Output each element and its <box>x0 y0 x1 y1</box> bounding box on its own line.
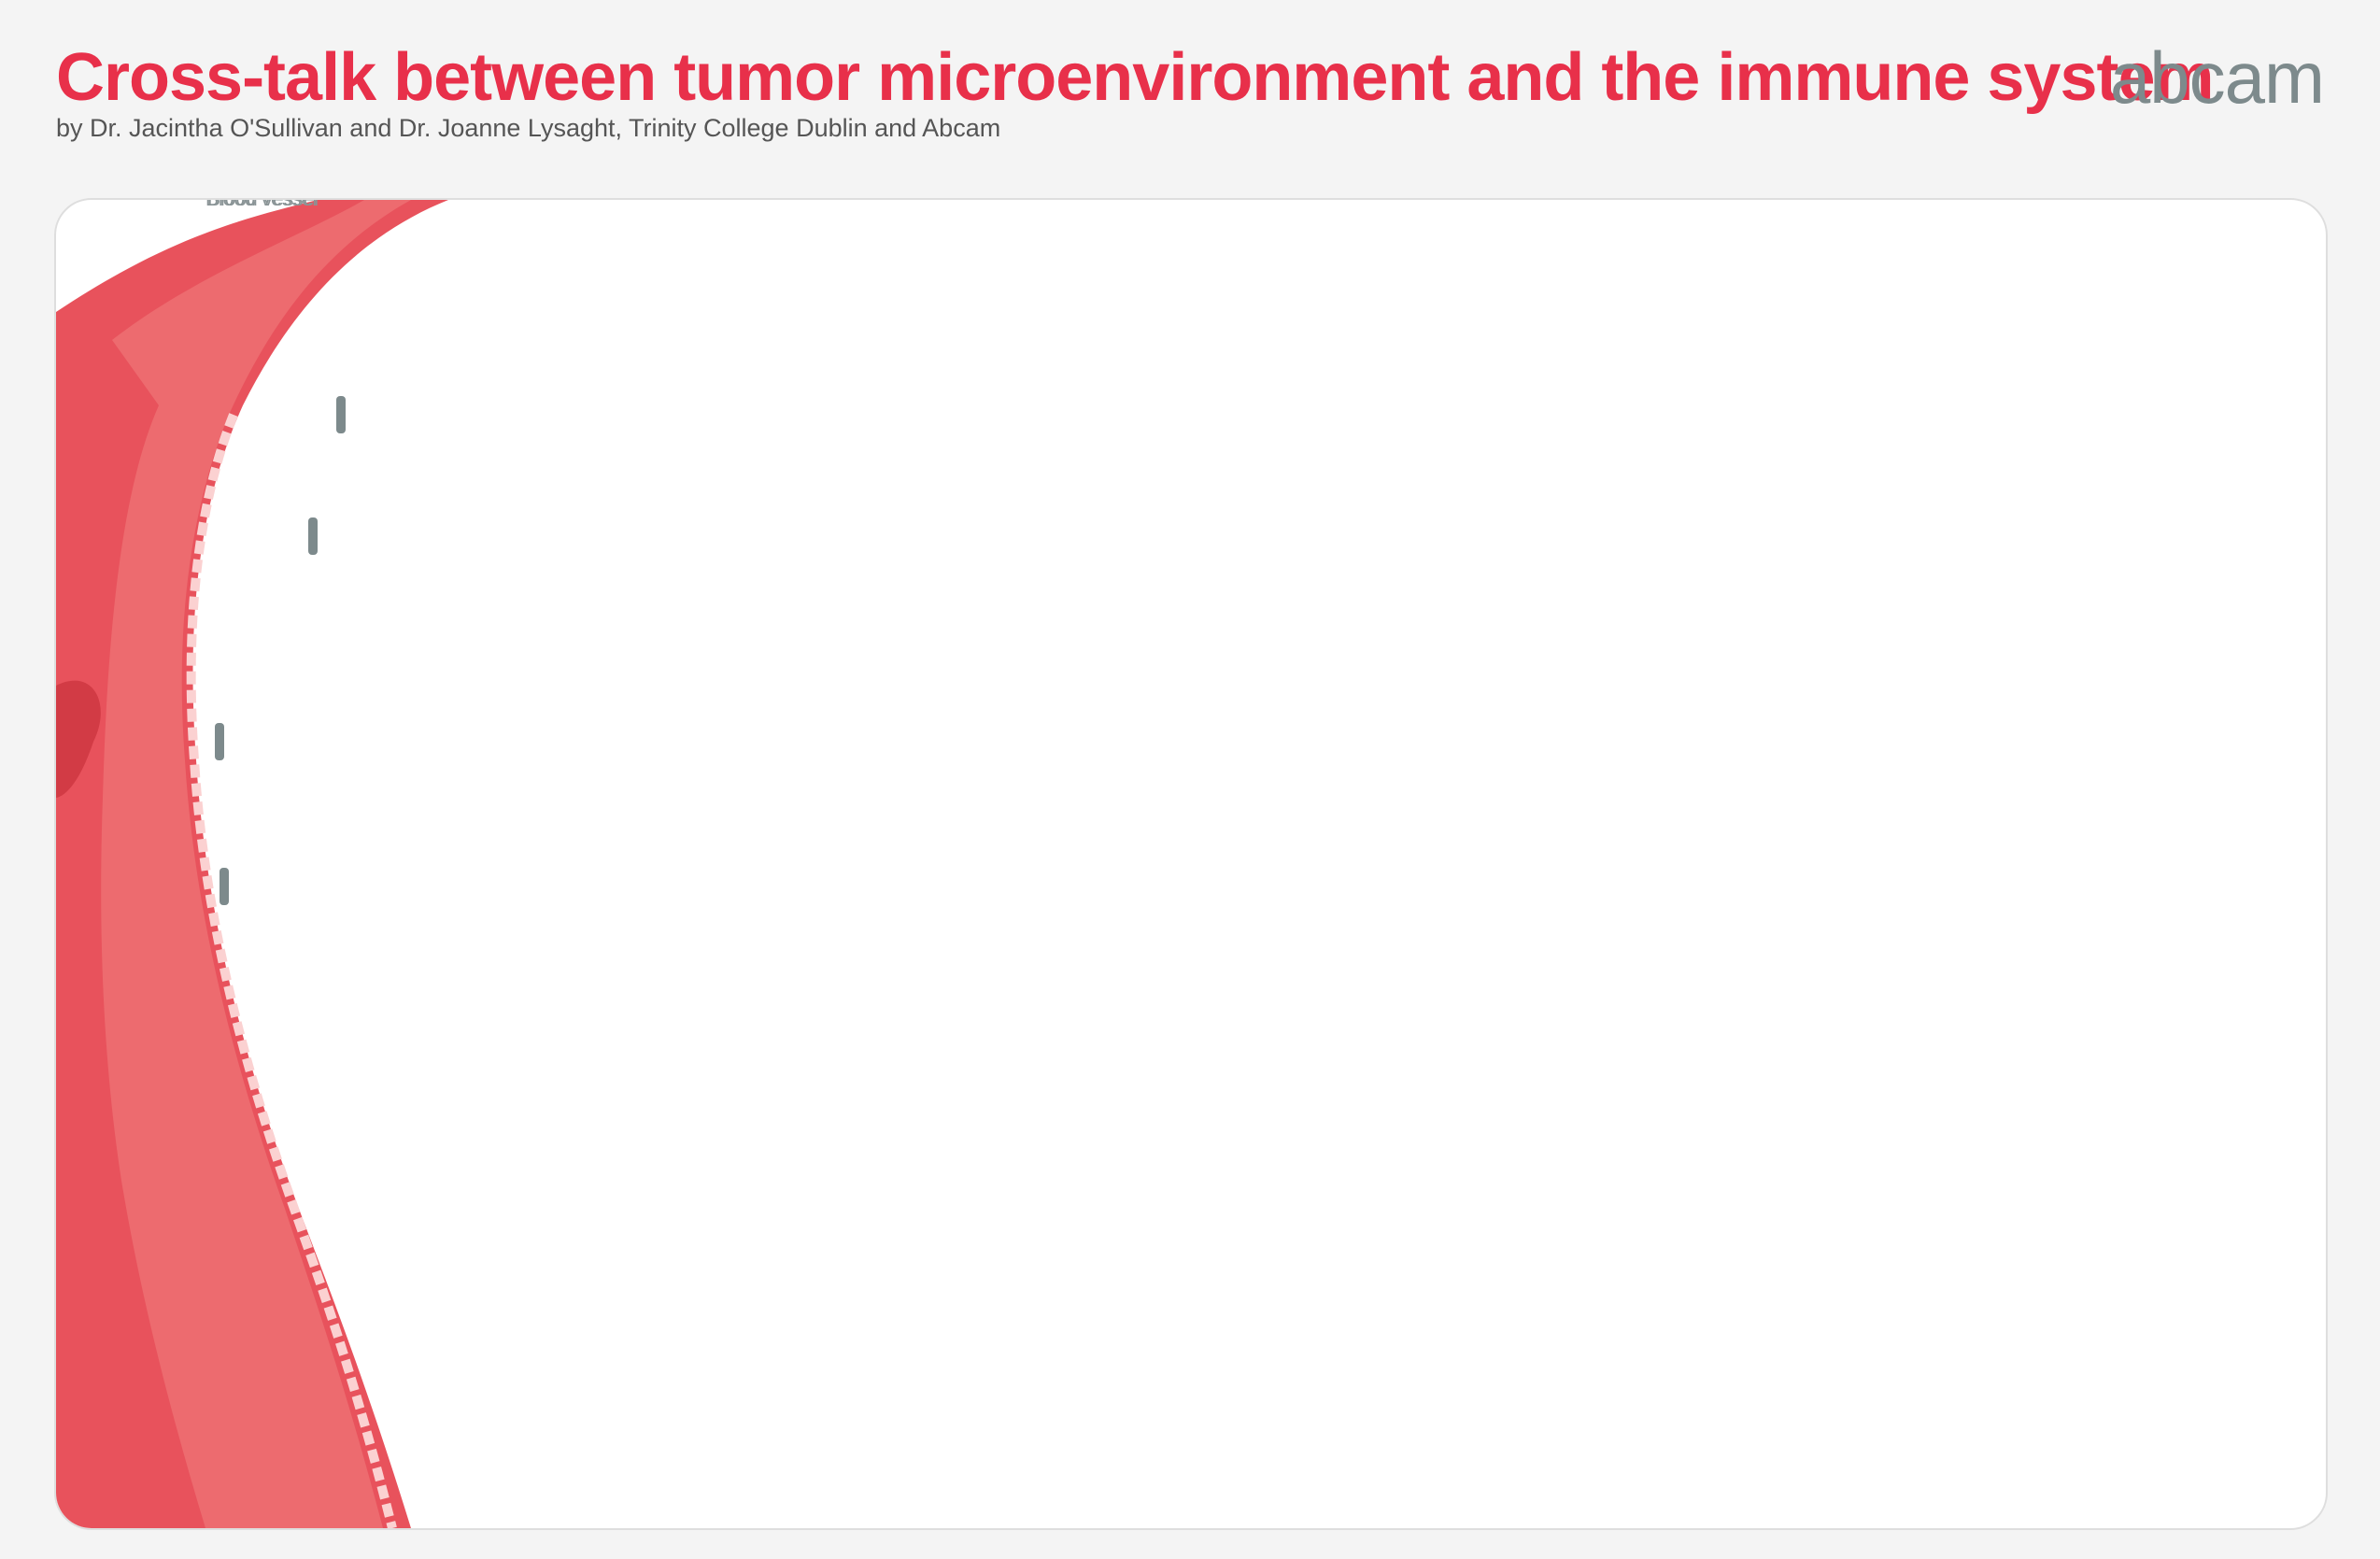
blood-vessel-label: Blood vessel <box>207 200 319 210</box>
vessel-endothelium <box>186 413 397 1528</box>
diagram-svg: Blood vessel Blood vessel <box>56 200 448 1528</box>
abcam-logo: abcam <box>2109 36 2325 119</box>
vessel-labels: Blood vessel <box>205 200 317 210</box>
blood-vessel-label: Blood vessel <box>205 200 317 210</box>
page-title: Cross-talk between tumor microenvironmen… <box>56 40 2215 115</box>
vessel-markers <box>215 396 346 905</box>
diagram-panel: Blood vessel Blood vessel <box>54 198 2328 1530</box>
page-subtitle: by Dr. Jacintha O'Sullivan and Dr. Joann… <box>56 114 1001 142</box>
vessel-blob <box>56 680 101 798</box>
vessel-lumen <box>101 200 412 1528</box>
